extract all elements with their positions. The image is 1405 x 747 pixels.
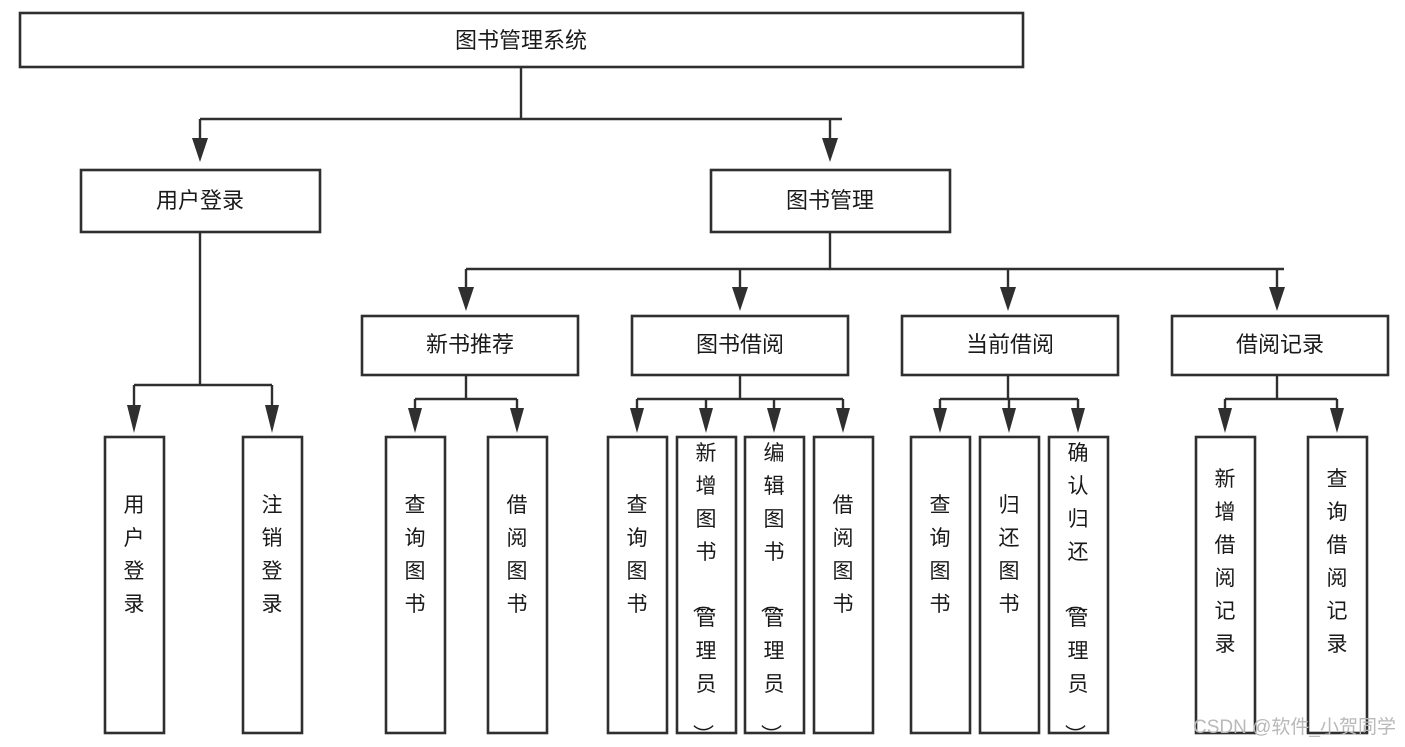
node-current-borrow[interactable]: 当前借阅 xyxy=(900,314,1120,377)
node-root-box[interactable] xyxy=(18,11,1025,69)
arrow-head-leaf-query-book-1 xyxy=(408,408,422,433)
node-leaf-add-book-box[interactable] xyxy=(675,435,738,735)
arrow-head-leaf-query-book-3 xyxy=(933,408,947,433)
connector-group-book-borrow xyxy=(630,375,850,433)
connector-group-user-login xyxy=(127,232,279,433)
node-leaf-query-book-2-label: 查询图书 xyxy=(627,494,648,616)
node-leaf-query-record-box[interactable] xyxy=(1306,435,1369,735)
node-root-label: 图书管理系统 xyxy=(455,28,587,53)
node-leaf-borrow-book-1-label: 借阅图书 xyxy=(507,494,528,616)
node-leaf-user-logout[interactable]: 注销登录 xyxy=(241,435,304,735)
arrow-head-leaf-borrow-book-2 xyxy=(836,408,850,433)
node-leaf-query-book-3-box[interactable] xyxy=(909,435,972,735)
arrow-head-user-login xyxy=(192,138,208,162)
node-user-login-box[interactable] xyxy=(79,168,322,234)
arrow-head-leaf-borrow-book-1 xyxy=(510,408,524,433)
node-book-management[interactable]: 图书管理 xyxy=(709,168,952,234)
node-leaf-return-book-box[interactable] xyxy=(978,435,1041,735)
node-leaf-user-login-label: 用户登录 xyxy=(124,494,145,616)
node-leaf-borrow-book-2-box[interactable] xyxy=(812,435,875,735)
node-current-borrow-label: 当前借阅 xyxy=(966,332,1054,357)
node-leaf-query-book-1-box[interactable] xyxy=(384,435,447,735)
node-user-login[interactable]: 用户登录 xyxy=(79,168,322,234)
node-leaf-query-record-label: 查询借阅记录 xyxy=(1327,468,1348,656)
node-new-book-recommend-label: 新书推荐 xyxy=(426,332,514,357)
node-leaf-user-login-box[interactable] xyxy=(103,435,166,735)
connector-group-book-management xyxy=(458,232,1285,311)
node-leaf-confirm-return[interactable]: 确认归还（管理员） xyxy=(1047,435,1110,745)
node-book-borrow[interactable]: 图书借阅 xyxy=(630,314,850,377)
node-book-management-label: 图书管理 xyxy=(786,188,874,213)
connector-group-new-book-recommend xyxy=(408,375,524,433)
node-leaf-confirm-return-box[interactable] xyxy=(1047,435,1110,735)
node-book-borrow-label: 图书借阅 xyxy=(696,332,784,357)
node-leaf-query-book-3[interactable]: 查询图书 xyxy=(909,435,972,735)
node-leaf-add-book[interactable]: 新增图书（管理员） xyxy=(675,435,738,745)
arrow-head-new-book-recommend xyxy=(458,287,474,311)
node-borrow-record-box[interactable] xyxy=(1170,314,1390,377)
arrow-head-leaf-confirm-return xyxy=(1071,408,1085,433)
csdn-watermark: CSDN @软件_小贺同学 xyxy=(1193,716,1396,738)
arrow-head-leaf-add-record xyxy=(1218,408,1232,433)
node-leaf-return-book[interactable]: 归还图书 xyxy=(978,435,1041,735)
arrow-head-borrow-record xyxy=(1269,287,1285,311)
node-book-borrow-box[interactable] xyxy=(630,314,850,377)
arrow-head-leaf-query-record xyxy=(1330,408,1344,433)
node-leaf-edit-book-label: 编辑图书（管理员） xyxy=(759,442,785,745)
node-leaf-borrow-book-1-box[interactable] xyxy=(486,435,549,735)
node-borrow-record-label: 借阅记录 xyxy=(1236,332,1324,357)
node-leaf-borrow-book-1[interactable]: 借阅图书 xyxy=(486,435,549,735)
arrow-head-leaf-query-book-2 xyxy=(630,408,644,433)
node-leaf-return-book-label: 归还图书 xyxy=(999,494,1020,616)
node-leaf-add-record[interactable]: 新增借阅记录 xyxy=(1194,435,1257,735)
node-leaf-add-record-box[interactable] xyxy=(1194,435,1257,735)
arrow-head-leaf-edit-book xyxy=(767,408,781,433)
arrow-head-leaf-add-book xyxy=(699,408,713,433)
arrow-head-current-borrow xyxy=(1000,287,1016,311)
node-leaf-borrow-book-2[interactable]: 借阅图书 xyxy=(812,435,875,735)
node-book-management-box[interactable] xyxy=(709,168,952,234)
node-leaf-query-book-2[interactable]: 查询图书 xyxy=(606,435,669,735)
arrow-head-leaf-user-login xyxy=(127,405,141,433)
arrow-head-leaf-user-logout xyxy=(265,405,279,433)
node-leaf-user-logout-box[interactable] xyxy=(241,435,304,735)
connector-group-current-borrow xyxy=(933,375,1085,433)
node-leaf-query-book-2-box[interactable] xyxy=(606,435,669,735)
node-leaf-borrow-book-2-label: 借阅图书 xyxy=(833,494,854,616)
node-new-book-recommend-box[interactable] xyxy=(360,314,580,377)
node-root[interactable]: 图书管理系统 xyxy=(18,11,1025,69)
node-new-book-recommend[interactable]: 新书推荐 xyxy=(360,314,580,377)
node-leaf-confirm-return-label: 确认归还（管理员） xyxy=(1063,442,1089,745)
arrow-head-book-management xyxy=(822,138,838,162)
node-borrow-record[interactable]: 借阅记录 xyxy=(1170,314,1390,377)
node-leaf-user-login[interactable]: 用户登录 xyxy=(103,435,166,735)
node-leaf-edit-book[interactable]: 编辑图书（管理员） xyxy=(743,435,806,745)
arrow-head-book-borrow xyxy=(732,287,748,311)
connector-group-borrow-record xyxy=(1218,375,1344,433)
node-leaf-add-book-label: 新增图书（管理员） xyxy=(691,442,717,745)
node-leaf-query-book-3-label: 查询图书 xyxy=(930,494,951,616)
node-leaf-user-logout-label: 注销登录 xyxy=(262,494,283,616)
node-leaf-query-book-1[interactable]: 查询图书 xyxy=(384,435,447,735)
node-current-borrow-box[interactable] xyxy=(900,314,1120,377)
node-leaf-query-book-1-label: 查询图书 xyxy=(405,494,426,616)
node-user-login-label: 用户登录 xyxy=(156,188,244,213)
connector-group-root xyxy=(192,67,842,162)
node-leaf-edit-book-box[interactable] xyxy=(743,435,806,735)
arrow-head-leaf-return-book xyxy=(1002,408,1016,433)
node-leaf-add-record-label: 新增借阅记录 xyxy=(1215,468,1236,656)
node-leaf-query-record[interactable]: 查询借阅记录 xyxy=(1306,435,1369,735)
